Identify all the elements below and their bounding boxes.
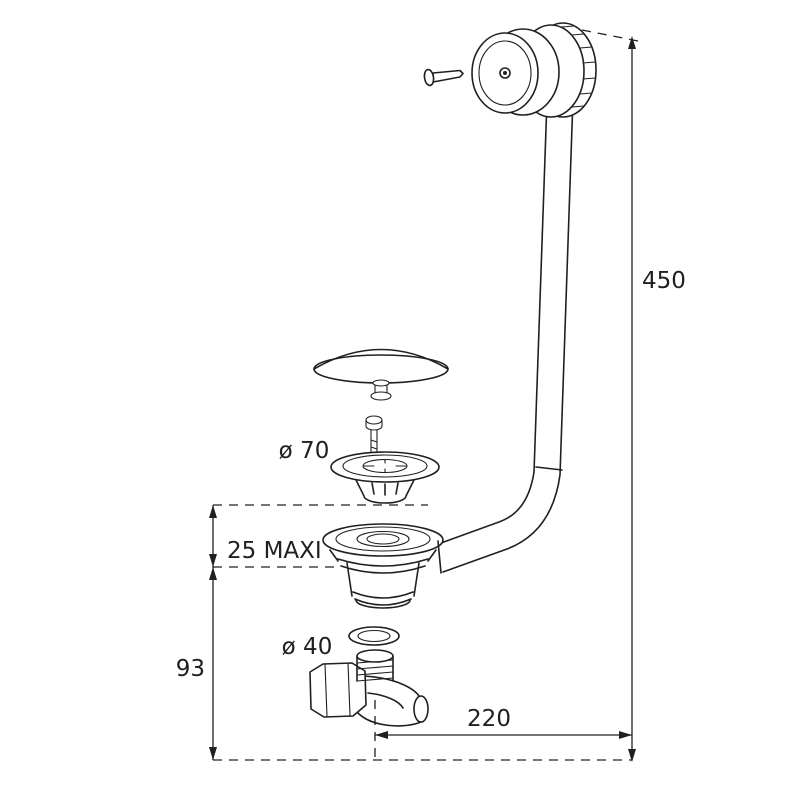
strainer-spokes — [362, 459, 408, 473]
drain-body — [322, 523, 444, 609]
elbow-outlet-opening — [413, 695, 429, 723]
cap-dome — [313, 348, 449, 370]
rosette-ribs — [561, 25, 596, 108]
dim-height-label: 450 — [642, 268, 686, 294]
dim-max-label: 25 MAXI — [227, 538, 322, 564]
strainer-basket — [355, 479, 415, 504]
flange-hole — [356, 530, 410, 548]
pipe-outline — [440, 97, 574, 573]
knob-screw-shaft — [432, 69, 464, 83]
dimension-height: 450 — [581, 29, 686, 762]
knob-screw-head — [423, 68, 435, 87]
overflow-knob-assembly — [423, 22, 597, 118]
body-outline — [329, 540, 442, 609]
knob-face-ring — [478, 40, 532, 106]
strainer — [330, 451, 440, 504]
outlet-elbow — [309, 649, 429, 727]
screw-head-side — [365, 419, 383, 431]
gasket — [348, 626, 400, 646]
dim-depth-label: 93 — [176, 656, 205, 682]
dim-width-label: 220 — [467, 706, 511, 732]
fixing-screw — [365, 415, 383, 470]
elbow-nut-facets — [324, 662, 351, 718]
flange-hole-inner — [366, 533, 400, 545]
outlet-diameter-label: ø 40 — [282, 634, 333, 660]
knob-center-hole — [499, 67, 511, 79]
gasket-inner — [357, 629, 391, 643]
flange-ring — [335, 526, 431, 552]
drain-plug-cap — [313, 348, 449, 401]
elbow-body — [357, 675, 422, 727]
screw-head — [365, 415, 383, 425]
gasket-outer — [348, 626, 400, 646]
cap-stem-collar — [372, 379, 390, 387]
strainer-ring — [342, 454, 428, 478]
elbow-nut — [309, 662, 367, 718]
cap-stem-base — [370, 391, 392, 401]
dimension-left: 25 MAXI 93 — [176, 504, 632, 761]
elbow-collar-top — [356, 649, 394, 663]
knob-center-dot — [503, 71, 507, 75]
left-arrows — [209, 505, 217, 760]
height-extension-top — [581, 29, 639, 42]
dimension-width: 220 — [374, 700, 632, 757]
overflow-pipe — [440, 97, 574, 573]
strainer-diameter-label: ø 70 — [279, 438, 330, 464]
screw-shaft — [370, 429, 378, 470]
